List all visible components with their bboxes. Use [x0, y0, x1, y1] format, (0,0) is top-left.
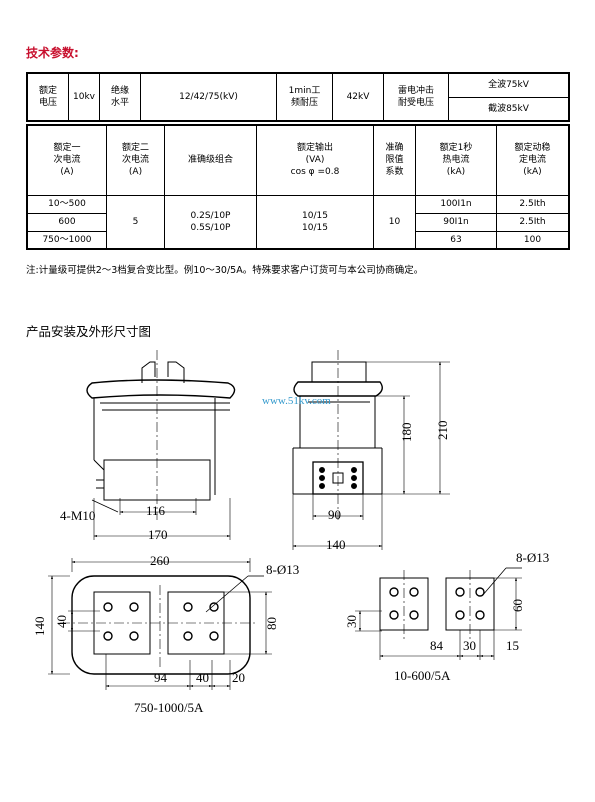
dim-20: 20 [232, 670, 245, 685]
spec-title: 技术参数: [26, 46, 79, 60]
header-rated-output: 额定输出 (VA) cos φ =0.8 [256, 124, 374, 196]
dim-94: 94 [154, 670, 168, 685]
dim-140-plan: 140 [32, 617, 47, 637]
mounting-holes [103, 587, 485, 641]
label-bolt: 4-M10 [60, 508, 95, 523]
header-dynamic-current: 额定动稳 定电流 (kA) [496, 124, 570, 196]
insulation-label: 绝缘 水平 [99, 72, 141, 122]
dim-90: 90 [328, 507, 341, 522]
dim-180: 180 [399, 423, 414, 443]
table-row: 750～1000 63 100 [26, 230, 570, 250]
watermark: www.51kv.com [262, 395, 331, 407]
limit-value: 10 [373, 194, 416, 250]
label-holes-plan: 8-Ø13 [266, 562, 299, 577]
side-view [292, 350, 450, 550]
dim-140-side: 140 [326, 537, 346, 552]
dim-84: 84 [430, 638, 444, 653]
header-accuracy-limit: 准确 限值 系数 [373, 124, 416, 196]
rated-voltage-label: 额定 电压 [26, 72, 69, 122]
dim-80: 80 [264, 617, 279, 630]
row-primary: 750～1000 [26, 230, 107, 250]
dim-30-small: 30 [344, 615, 359, 628]
header-thermal-current: 额定1秒 热电流 (kA) [415, 124, 497, 196]
chopped-wave-value: 截波85kV [448, 96, 570, 122]
note-text: 注:计量级可提供2～3档复合变比型。例10～30/5A。特殊要求客户订货可与本公… [26, 265, 424, 276]
dim-15: 15 [506, 638, 519, 653]
dim-40-bottom: 40 [196, 670, 209, 685]
dim-210: 210 [435, 421, 450, 441]
table-row: 600 90I1n 2.5Ith [26, 212, 570, 232]
terminal-plate [319, 467, 357, 489]
header-primary-current: 额定一 次电流 (A) [26, 124, 107, 196]
label-holes-small: 8-Ø13 [516, 550, 549, 565]
voltage-spec-table: 额定 电压 10kv 绝缘 水平 12/42/75(kV) 1min工 频耐压 … [26, 72, 570, 122]
front-view [86, 350, 236, 540]
dim-116: 116 [146, 503, 166, 518]
dim-40-left: 40 [54, 615, 69, 628]
dim-260: 260 [150, 553, 170, 568]
section-title: 产品安装及外形尺寸图 [26, 324, 152, 339]
small-view [355, 567, 522, 660]
impulse-label: 雷电冲击 耐受电压 [383, 72, 449, 122]
dim-30-bottom: 30 [463, 638, 476, 653]
current-spec-table: 额定一 次电流 (A) 额定二 次电流 (A) 准确级组合 额定输出 (VA) … [26, 124, 570, 250]
power-freq-value: 42kV [332, 72, 384, 122]
caption-small: 10-600/5A [394, 668, 451, 683]
caption-plan: 750-1000/5A [134, 700, 204, 715]
header-accuracy-combo: 准确级组合 [164, 124, 257, 196]
dim-170: 170 [148, 527, 168, 542]
row-dynamic: 100 [496, 230, 570, 250]
plan-view [48, 558, 272, 690]
row-thermal: 63 [415, 230, 497, 250]
dim-60: 60 [510, 599, 525, 612]
header-secondary-current: 额定二 次电流 (A) [106, 124, 165, 196]
